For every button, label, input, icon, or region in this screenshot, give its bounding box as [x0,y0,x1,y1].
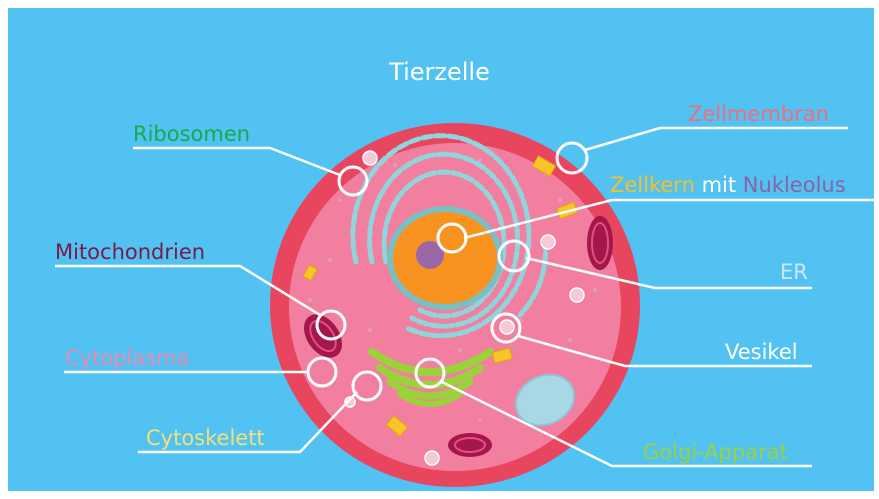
label-ribosomen: Ribosomen [133,122,250,146]
label-cytoskelett: Cytoskelett [146,426,265,450]
label-golgi: Golgi-Apparat [643,440,788,464]
diagram-title: Tierzelle [0,58,879,86]
label-er: ER [780,260,808,284]
label-zellmembran: Zellmembran [688,102,829,126]
label-vesikel: Vesikel [725,340,798,364]
label-zellkern: Zellkern [610,173,695,197]
label-mit: mit [702,173,737,197]
label-zellkern-group: Zellkern mit Nukleolus [610,173,846,197]
label-nukleolus: Nukleolus [743,173,846,197]
label-cytoplasma: Cytoplasma [65,346,189,370]
label-mitochondrien: Mitochondrien [55,240,205,264]
